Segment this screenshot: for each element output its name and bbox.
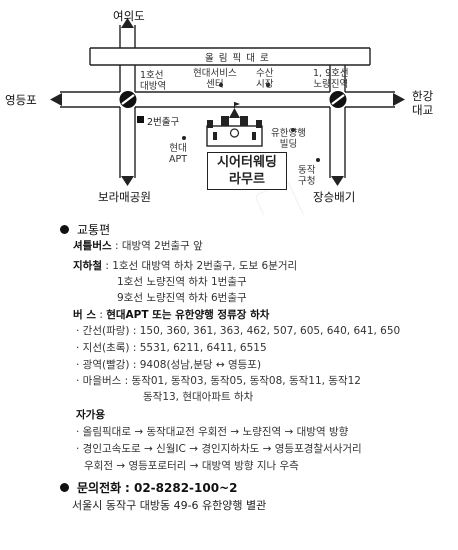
transport-heading: 교통편 <box>60 221 110 238</box>
label-hyundai-service: 현대서비스 센터 <box>193 68 237 90</box>
label-hangang: 한강 <box>412 89 434 103</box>
subway-row: 지하철 : 1호선 대방역 하차 2번출구, 도보 6분거리 <box>73 260 298 272</box>
bullet-icon <box>60 225 69 234</box>
subway-line-1: 1호선 대방역 하차 2번출구, 도보 6분거리 <box>112 260 298 272</box>
contact-title: 문의전화 <box>77 481 122 495</box>
car-heading: 자가용 <box>76 407 105 423</box>
bus-label: 버 스 <box>73 309 96 321</box>
station-line-name: 1호선 <box>140 70 164 81</box>
shuttle-row: 셔틀버스 : 대방역 2번출구 앞 <box>73 240 203 252</box>
subway-line-2: 1호선 노량진역 하차 1번출구 <box>117 276 247 288</box>
castle-building-icon <box>206 102 263 147</box>
shuttle-label: 셔틀버스 <box>73 240 112 252</box>
landmark-name: 구청 <box>298 176 316 187</box>
landmark-name: 수산 <box>256 68 274 79</box>
landmark-dot <box>316 158 320 162</box>
exit-marker-icon <box>137 116 144 123</box>
bus-branch-line: · 지선(초록) : 5531, 6211, 6411, 6515 <box>76 342 267 354</box>
contact-heading: 문의전화 : 02-8282-100~2 <box>60 479 238 496</box>
label-district-office: 동작 구청 <box>298 165 315 187</box>
label-daebang-station: 1호선 대방역 <box>140 70 166 92</box>
label-noryangjin-station: 1, 9호선 노량진역 <box>313 68 349 90</box>
landmark-name: 빌딩 <box>279 139 298 150</box>
landmark-name: 시장 <box>256 79 274 90</box>
west-arrow-icon <box>50 93 62 106</box>
label-jangseungbaegi: 장승배기 <box>313 190 356 204</box>
north-arrow-icon <box>121 18 134 28</box>
contact-phone: : 02-8282-100~2 <box>125 481 238 495</box>
landmark-name: APT <box>169 154 188 165</box>
south-east-arrow-icon <box>331 176 344 186</box>
subway-label: 지하철 <box>73 260 102 272</box>
contact-address: 서울시 동작구 대방동 49-6 유한양행 별관 <box>72 499 267 512</box>
landmark-dot <box>182 136 186 140</box>
car-label: 자가용 <box>76 409 105 421</box>
landmark-dot <box>291 128 295 132</box>
landmark-dot <box>266 83 270 87</box>
bus-main-line: · 간선(파랑) : 150, 360, 361, 363, 462, 507,… <box>76 325 401 337</box>
bus-village-line-2: 동작13, 현대아파트 하차 <box>143 391 254 403</box>
road-map-graphic <box>50 18 405 215</box>
transport-title: 교통편 <box>77 223 111 237</box>
subway-station-icon <box>119 91 137 108</box>
landmark-name: 센터 <box>206 79 224 90</box>
bus-village-line: · 마을버스 : 동작01, 동작03, 동작05, 동작08, 동작11, 동… <box>76 375 361 387</box>
bullet-icon <box>60 483 69 492</box>
landmark-name: 유한양행 <box>271 128 306 139</box>
bus-wide-line: · 광역(빨강) : 9408(성남,분당 ↔ 영등포) <box>76 359 262 371</box>
car-route-3: 우회전 → 영등포로터리 → 대방역 방향 지나 우측 <box>84 460 299 472</box>
south-arrow-icon <box>121 176 134 186</box>
location-map: 여의도 올 림 픽 대 로 영등포 한강 대교 보라매공원 장승배기 1호선 대… <box>0 0 458 215</box>
label-bridge: 대교 <box>412 103 434 117</box>
label-boramae-park: 보라매공원 <box>98 190 151 204</box>
label-olympic-road: 올 림 픽 대 로 <box>205 53 270 64</box>
landmark-dot <box>219 83 223 87</box>
shuttle-text: 대방역 2번출구 앞 <box>121 240 203 252</box>
subway-station-icon <box>329 91 347 108</box>
venue-name-line: 라무르 <box>229 172 265 187</box>
venue-name-box: 시어터웨딩 라무르 <box>207 152 287 190</box>
label-hyundai-apt: 현대 APT <box>169 143 187 165</box>
subway-line-3: 9호선 노량진역 하차 6번출구 <box>117 292 247 304</box>
station-name: 대방역 <box>140 81 167 92</box>
bus-row: 버 스 : 현대APT 또는 유한양행 정류장 하차 <box>73 309 270 321</box>
car-route-2: · 경인고속도로 → 신월IC → 경인지하차도 → 영등포경찰서사거리 <box>76 443 362 455</box>
label-exit-2: 2번출구 <box>147 117 180 128</box>
landmark-name: 동작 <box>298 165 316 176</box>
landmark-name: 현대서비스 <box>193 68 237 79</box>
label-yuhan-building: 유한양행 빌딩 <box>271 128 306 150</box>
label-fish-market: 수산 시장 <box>256 68 273 90</box>
station-line-name: 1, 9호선 <box>313 68 349 79</box>
bus-text: 현대APT 또는 유한양행 정류장 하차 <box>106 309 270 321</box>
label-yeouido: 여의도 <box>113 9 145 23</box>
east-arrow-icon <box>393 93 405 106</box>
venue-name-line: 시어터웨딩 <box>217 155 277 170</box>
station-name: 노량진역 <box>313 79 349 90</box>
label-yeongdeungpo: 영등포 <box>5 93 37 107</box>
landmark-name: 현대 <box>169 143 187 154</box>
car-route-1: · 올림픽대로 → 동작대교전 우회전 → 노량진역 → 대방역 방향 <box>76 426 349 438</box>
